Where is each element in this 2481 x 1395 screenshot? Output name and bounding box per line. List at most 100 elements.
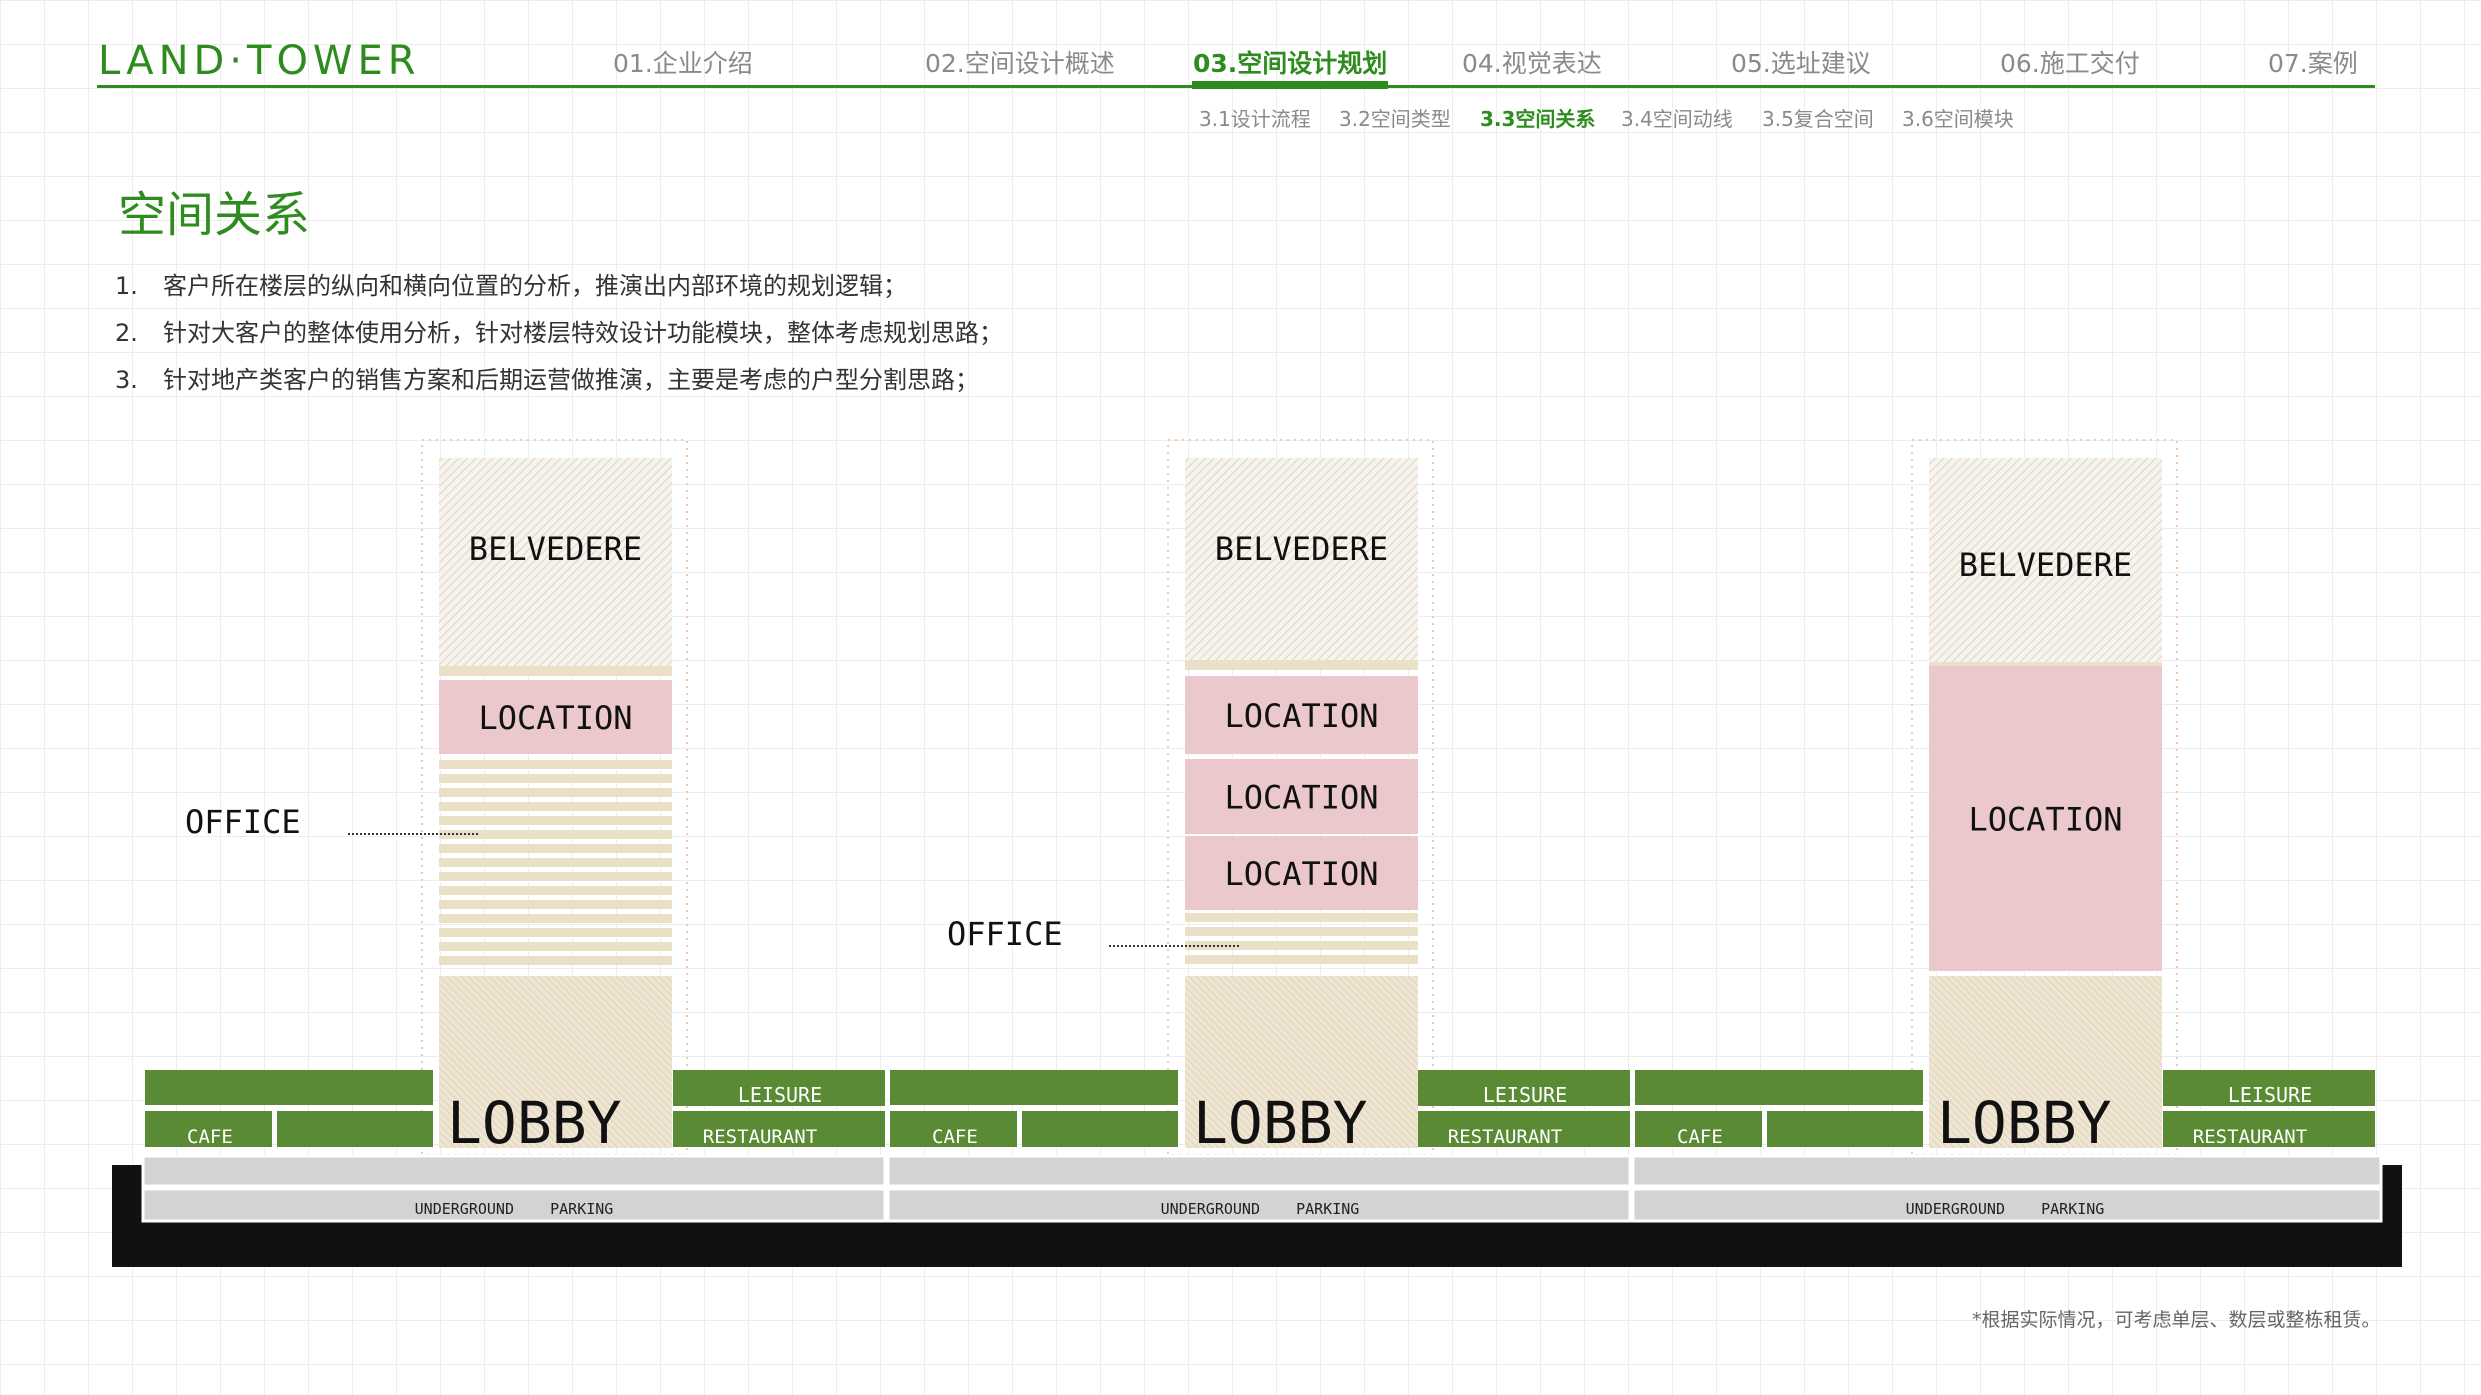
- bullet-text: 客户所在楼层的纵向和横向位置的分析，推演出内部环境的规划逻辑；: [163, 272, 907, 300]
- nav-item-company[interactable]: 01.企业介绍: [613, 49, 753, 78]
- parking-label: UNDERGROUND PARKING: [1906, 1200, 2105, 1218]
- restaurant-block: [2163, 1111, 2375, 1147]
- podium-block: [890, 1070, 1178, 1105]
- nav-item-cases[interactable]: 07.案例: [2268, 49, 2358, 78]
- office-floor-band: [439, 760, 672, 769]
- location-label: LOCATION: [1224, 697, 1378, 735]
- belvedere-zone: [1185, 458, 1418, 660]
- cafe-label: CAFE: [187, 1126, 233, 1148]
- leisure-label: LEISURE: [738, 1083, 822, 1107]
- belvedere-zone: [1929, 458, 2162, 662]
- office-floor-band: [439, 844, 672, 853]
- office-floor-band: [439, 886, 672, 895]
- podium-block: [1635, 1070, 1923, 1105]
- location-zone: [1185, 676, 1418, 754]
- lobby-label: LOBBY: [1193, 1089, 1368, 1157]
- nav-item-design-overview[interactable]: 02.空间设计概述: [925, 49, 1115, 78]
- parking-label: UNDERGROUND PARKING: [1161, 1200, 1360, 1218]
- bullet-item: 3. 针对地产类客户的销售方案和后期运营做推演，主要是考虑的户型分割思路；: [115, 360, 979, 395]
- subnav-item-process[interactable]: 3.1设计流程: [1199, 107, 1311, 131]
- podium-block: [1022, 1111, 1178, 1147]
- brand-logo[interactable]: LAND·TOWER: [98, 38, 421, 84]
- cafe-block: [890, 1111, 1017, 1147]
- office-floor-band: [439, 956, 672, 965]
- leisure-block: [1418, 1070, 1630, 1106]
- podium-block: [1767, 1111, 1923, 1147]
- location-label: LOCATION: [1224, 855, 1378, 893]
- office-floor-band: [439, 858, 672, 867]
- cafe-block: [145, 1111, 272, 1147]
- lobby-zone: [1929, 976, 2162, 1148]
- office-floor-band: [439, 788, 672, 797]
- office-floor-band: [439, 872, 672, 881]
- office-floor-band: [439, 914, 672, 923]
- location-zone: [1929, 666, 2162, 971]
- office-floor-band: [439, 900, 672, 909]
- belvedere-label: BELVEDERE: [1959, 546, 2132, 584]
- office-floor-band: [1185, 941, 1418, 950]
- lobby-zone: [439, 976, 672, 1148]
- location-zone: [1185, 759, 1418, 834]
- bullet-number: 2.: [115, 319, 138, 347]
- location-zone: [439, 680, 672, 754]
- cafe-block: [1635, 1111, 1762, 1147]
- location-label: LOCATION: [1224, 779, 1378, 817]
- location-label: LOCATION: [478, 699, 632, 737]
- bullet-number: 1.: [115, 272, 138, 300]
- office-floor-band: [1185, 955, 1418, 964]
- floor-band: [1185, 660, 1418, 670]
- office-floor-band: [439, 816, 672, 825]
- nav-item-visual[interactable]: 04.视觉表达: [1462, 49, 1602, 78]
- office-floor-band: [439, 928, 672, 937]
- subnav-item-circulation[interactable]: 3.4空间动线: [1621, 107, 1733, 131]
- cafe-label: CAFE: [1677, 1126, 1723, 1148]
- restaurant-block: [1418, 1111, 1630, 1147]
- subnav-item-composite[interactable]: 3.5复合空间: [1762, 107, 1874, 131]
- location-label: LOCATION: [1968, 801, 2122, 839]
- office-label: OFFICE: [185, 803, 301, 841]
- leisure-label: LEISURE: [1483, 1083, 1567, 1107]
- parking-label: UNDERGROUND PARKING: [415, 1200, 614, 1218]
- nav-item-delivery[interactable]: 06.施工交付: [2000, 49, 2140, 78]
- belvedere-label: BELVEDERE: [1215, 530, 1388, 568]
- cafe-label: CAFE: [932, 1126, 978, 1148]
- floor-band: [439, 666, 672, 676]
- nav-item-space-planning[interactable]: 03.空间设计规划: [1193, 49, 1388, 78]
- location-zone: [1185, 836, 1418, 910]
- podium-block: [145, 1070, 433, 1105]
- nav-item-site[interactable]: 05.选址建议: [1731, 49, 1871, 78]
- bullet-text: 针对地产类客户的销售方案和后期运营做推演，主要是考虑的户型分割思路；: [163, 366, 979, 394]
- office-label: OFFICE: [947, 915, 1063, 953]
- office-floor-band: [439, 830, 672, 839]
- page-title: 空间关系: [118, 187, 311, 243]
- restaurant-label: RESTAURANT: [2193, 1126, 2307, 1148]
- subnav-item-modules[interactable]: 3.6空间模块: [1902, 107, 2014, 131]
- parking-level: [141, 1154, 2383, 1223]
- footnote: *根据实际情况，可考虑单层、数层或整栋租赁。: [1972, 1309, 2381, 1331]
- office-floor-band: [1185, 913, 1418, 922]
- bullet-text: 针对大客户的整体使用分析，针对楼层特效设计功能模块，整体考虑规划思路；: [163, 319, 1003, 347]
- restaurant-label: RESTAURANT: [1448, 1126, 1562, 1148]
- office-floor-band: [1185, 927, 1418, 936]
- restaurant-block: [673, 1111, 885, 1147]
- lobby-label: LOBBY: [1937, 1089, 2112, 1157]
- lobby-zone: [1185, 976, 1418, 1148]
- subnav-item-relations[interactable]: 3.3空间关系: [1480, 107, 1596, 131]
- podium-block: [277, 1111, 433, 1147]
- belvedere-zone: [439, 458, 672, 666]
- leisure-label: LEISURE: [2228, 1083, 2312, 1107]
- office-floor-band: [439, 802, 672, 811]
- belvedere-label: BELVEDERE: [469, 530, 642, 568]
- restaurant-label: RESTAURANT: [703, 1126, 817, 1148]
- office-floor-band: [439, 942, 672, 951]
- leisure-block: [2163, 1070, 2375, 1106]
- bullet-number: 3.: [115, 366, 138, 394]
- lobby-label: LOBBY: [447, 1089, 622, 1157]
- office-floor-band: [439, 774, 672, 783]
- subnav-item-types[interactable]: 3.2空间类型: [1339, 107, 1451, 131]
- bullet-item: 1. 客户所在楼层的纵向和横向位置的分析，推演出内部环境的规划逻辑；: [115, 266, 907, 301]
- bullet-item: 2. 针对大客户的整体使用分析，针对楼层特效设计功能模块，整体考虑规划思路；: [115, 313, 1003, 348]
- nav-active-indicator: [1192, 81, 1388, 89]
- leisure-block: [673, 1070, 885, 1106]
